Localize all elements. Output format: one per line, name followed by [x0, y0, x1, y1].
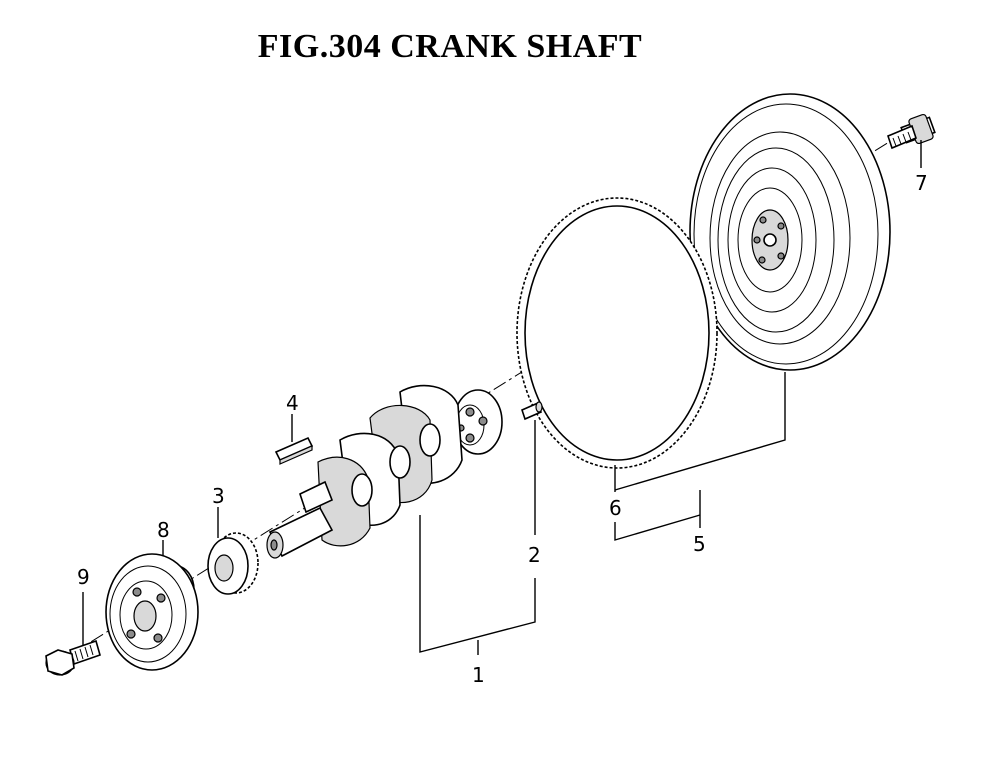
figure-title: FIG.304 CRANK SHAFT	[257, 28, 643, 65]
ring-gear	[516, 197, 718, 469]
crank-pulley	[105, 553, 199, 671]
callout-8: 8	[157, 518, 170, 542]
pulley-bolt	[45, 639, 101, 676]
callout-3: 3	[212, 484, 225, 508]
dowel-pin	[521, 401, 543, 421]
callout-4: 4	[286, 391, 299, 415]
woodruff-key	[274, 436, 314, 465]
flywheel-bolt	[887, 113, 936, 150]
leader-lines	[82, 140, 922, 655]
callout-6: 6	[609, 496, 622, 520]
callout-1: 1	[472, 663, 485, 687]
callout-9: 9	[77, 565, 90, 589]
flywheel	[689, 93, 891, 371]
crankshaft	[266, 384, 503, 559]
crankshaft-gear	[207, 532, 259, 595]
callout-7: 7	[915, 171, 928, 195]
callout-5: 5	[693, 532, 706, 556]
callout-2: 2	[528, 543, 541, 567]
